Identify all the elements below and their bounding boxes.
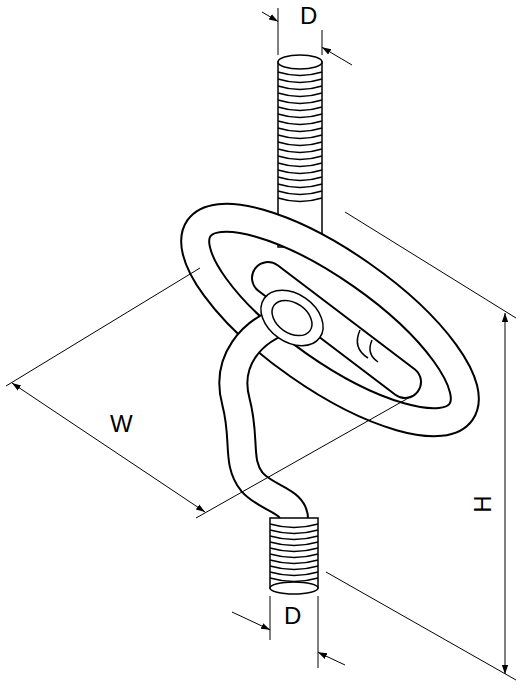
dimension-lines <box>6 8 516 680</box>
dimension-lines <box>505 313 506 674</box>
screw-thread <box>278 86 322 90</box>
dimension-lines <box>322 47 352 65</box>
dimension-lines <box>196 396 412 518</box>
dimension-lines <box>345 212 516 318</box>
dimension-lines <box>270 596 271 640</box>
screw-thread <box>270 572 318 576</box>
stud-bottom <box>270 582 318 594</box>
dimension-lines <box>322 30 323 55</box>
dimension-lines <box>232 612 270 630</box>
screw-thread <box>278 149 322 153</box>
dimension-lines <box>278 8 279 55</box>
screw-thread <box>278 121 322 125</box>
screw-thread <box>270 578 318 582</box>
screw-thread <box>278 72 322 76</box>
screw-thread <box>270 530 318 534</box>
screw-thread <box>278 163 322 167</box>
screw-thread <box>270 524 318 528</box>
eye-hook <box>265 293 318 343</box>
shackle-ring <box>167 183 492 457</box>
screw-thread <box>270 566 318 570</box>
eye-hook <box>250 279 333 357</box>
dimension-lines <box>318 652 345 665</box>
dimension-lines <box>326 572 516 680</box>
shackle-ring <box>167 183 492 457</box>
screw-thread <box>278 177 322 181</box>
screw-thread <box>278 114 322 118</box>
dimension-label: H <box>469 495 497 512</box>
screw-thread <box>278 93 322 97</box>
shackle-ring <box>167 183 492 457</box>
screw-thread <box>278 170 322 174</box>
screw-thread <box>270 560 318 564</box>
dimension-lines <box>12 383 205 512</box>
screw-thread <box>278 79 322 83</box>
stud-bottom <box>270 518 318 594</box>
swivel-pin <box>357 330 378 362</box>
screw-thread <box>270 554 318 558</box>
dimension-lines <box>262 12 278 21</box>
stud-top <box>278 55 322 69</box>
screw-thread <box>278 100 322 104</box>
dimension-lines <box>318 596 319 668</box>
stud-top <box>278 72 322 202</box>
dimension-label: D <box>300 2 317 30</box>
stud-bottom <box>270 518 318 588</box>
screw-thread <box>278 191 322 195</box>
stud-bottom <box>270 524 318 582</box>
screw-thread <box>278 142 322 146</box>
dimension-label: W <box>110 410 133 438</box>
eye-hook <box>233 279 333 522</box>
screw-thread <box>278 135 322 139</box>
dimension-label: D <box>284 602 301 630</box>
screw-thread <box>270 536 318 540</box>
screw-thread <box>278 128 322 132</box>
screw-thread <box>270 542 318 546</box>
screw-thread <box>270 548 318 552</box>
screw-thread <box>278 184 322 188</box>
screw-thread <box>278 198 322 202</box>
screw-thread <box>278 156 322 160</box>
screw-thread <box>278 107 322 111</box>
dimension-lines <box>6 268 200 386</box>
